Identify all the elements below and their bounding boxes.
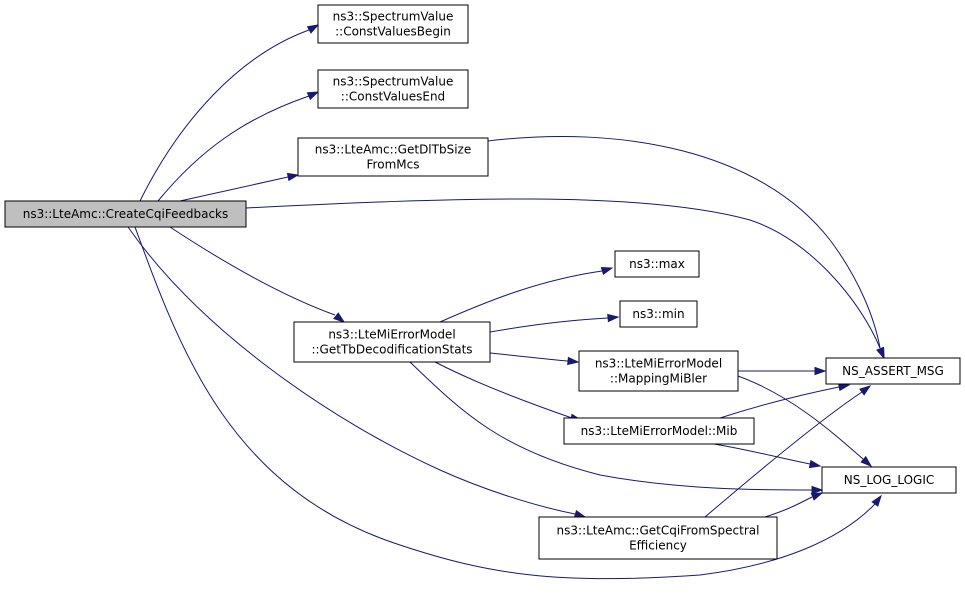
arrowhead [567,356,580,366]
edge-line [737,375,864,460]
edge-line [179,176,289,202]
node-box [4,200,247,228]
edge-line [439,270,603,323]
node-create[interactable]: ns3::LteAmc::CreateCqiFeedbacks [4,200,247,228]
node-assert[interactable]: NS_ASSERT_MSG [825,357,961,385]
node-label: ::GetTbDecodificationStats [311,343,472,357]
node-label: ns3::LteMiErrorModel [595,357,722,371]
edge-line [489,317,609,333]
node-getcqi[interactable]: ns3::LteAmc::GetCqiFromSpectralEfficienc… [538,516,778,560]
edge-gettb-max [439,266,614,323]
edge-line [704,391,863,518]
node-label: ns3::LteMiErrorModel [328,328,455,342]
node-logic[interactable]: NS_LOG_LOGIC [821,466,957,494]
node-box [538,516,778,560]
arrowhead [333,312,346,323]
edge-mib-assert [719,382,851,419]
node-label: ns3::LteMiErrorModel::Mib [581,424,738,438]
node-cvbegin[interactable]: ns3::SpectrumValue::ConstValuesBegin [317,4,469,44]
arrowhead [600,266,614,276]
edge-line [713,443,811,465]
node-cvend[interactable]: ns3::SpectrumValue::ConstValuesEnd [317,69,469,109]
node-box [619,300,698,328]
node-label: ::ConstValuesEnd [341,90,445,104]
node-label: ns3::LteAmc::CreateCqiFeedbacks [23,207,229,221]
edge-gettb-logic [409,361,824,495]
arrowhead [859,385,872,396]
node-label: ::MappingMiBler [610,372,707,386]
node-box [578,350,739,392]
arrowhead [860,455,873,467]
node-label: ::ConstValuesBegin [335,25,451,39]
edge-mib-logic [713,443,822,469]
node-box [297,137,489,177]
edge-create-logic [134,226,882,580]
arrowhead [607,313,620,323]
node-min[interactable]: ns3::min [619,300,698,328]
node-mib[interactable]: ns3::LteMiErrorModel::Mib [563,417,755,445]
edge-create-gettb [169,226,346,323]
edge-line [719,386,840,419]
edge-getcqi-assert [704,385,872,518]
edge-line [127,226,576,515]
node-box [317,69,469,109]
node-label: ns3::SpectrumValue [333,75,454,89]
node-label: NS_LOG_LOGIC [844,473,935,487]
edge-create-getdl [179,172,300,202]
edge-line [169,226,336,316]
arrowhead [810,492,824,501]
node-label: ns3::LteAmc::GetDlTbSize [315,143,471,157]
node-label: FromMcs [367,158,420,172]
edges-layer [127,24,885,580]
arrowhead [306,91,320,101]
node-label: ns3::max [629,257,685,271]
edge-line [764,496,813,518]
arrowhead [573,509,587,519]
node-label: ns3::LteAmc::GetCqiFromSpectral [557,524,760,538]
edge-getdl-assert [487,136,885,360]
edge-line [134,226,876,580]
node-label: NS_ASSERT_MSG [842,364,944,378]
node-box [821,466,957,494]
edge-create-cvend [157,91,320,202]
node-max[interactable]: ns3::max [614,250,700,278]
edge-line [139,29,310,202]
edge-getcqi-logic [764,492,824,518]
node-label: ns3::min [632,307,684,321]
arrowhead [306,24,320,34]
edge-line [409,361,813,491]
arrowhead [286,172,300,182]
node-box [563,417,755,445]
edge-line [245,198,881,349]
node-gettb[interactable]: ns3::LteMiErrorModel::GetTbDecodificatio… [293,321,491,363]
node-box [825,357,961,385]
nodes-layer: ns3::LteAmc::CreateCqiFeedbacks ns3::Spec… [4,4,961,560]
arrowhead [871,494,882,507]
arrowhead [837,382,851,392]
arrowhead [811,485,824,495]
node-box [317,4,469,44]
node-label: ns3::SpectrumValue [333,10,454,24]
arrowhead [876,346,885,360]
arrowhead [808,459,822,469]
edge-line [489,352,569,362]
arrowhead [814,366,827,376]
edge-mapping-assert [737,366,827,376]
edge-gettb-mapping [489,352,580,366]
node-box [614,250,700,278]
edge-mapping-logic [737,375,873,467]
edge-gettb-min [489,313,620,333]
node-mapping[interactable]: ns3::LteMiErrorModel::MappingMiBler [578,350,739,392]
edge-gettb-mib [434,361,583,422]
edge-line [487,136,881,349]
node-box [293,321,491,363]
node-label: Efficiency [629,539,687,553]
edge-line [157,95,310,202]
edge-create-cvbegin [139,24,320,202]
edge-line [434,361,573,419]
